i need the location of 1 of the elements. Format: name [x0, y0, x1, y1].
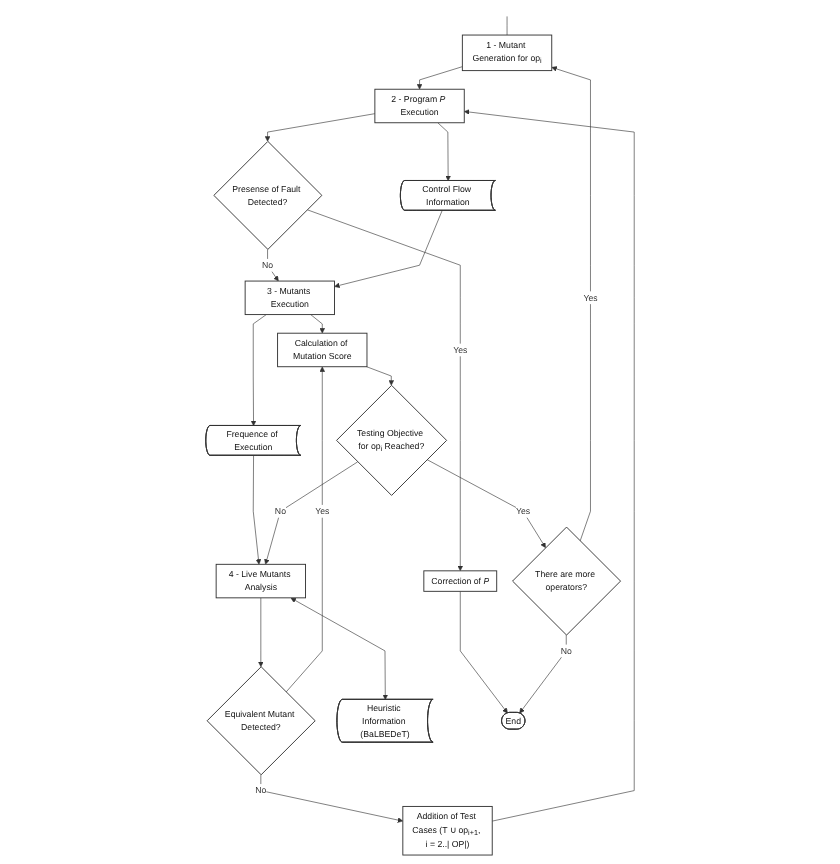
connector [506, 16, 508, 36]
